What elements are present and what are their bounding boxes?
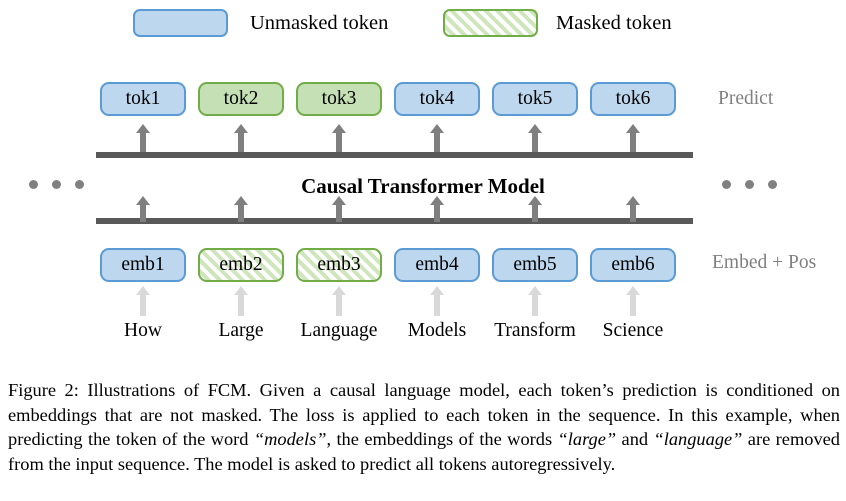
caption-part2: , the embeddings of the words	[326, 429, 558, 450]
arrow-up-embed-1	[136, 196, 150, 222]
embedding-box-3: emb3	[296, 248, 382, 282]
dot	[52, 180, 61, 189]
word-label-3: Language	[300, 320, 378, 341]
dot	[745, 180, 754, 189]
token-box-2: tok2	[198, 82, 284, 116]
figure-caption: Figure 2: Illustrations of FCM. Given a …	[8, 378, 840, 476]
figure-diagram: Unmasked token Masked token tok1 tok2 to…	[29, 9, 817, 341]
dot	[768, 180, 777, 189]
ellipsis-left	[29, 180, 84, 189]
arrow-up-word-2	[234, 286, 248, 316]
arrow-up-word-3	[332, 286, 346, 316]
dot	[29, 180, 38, 189]
legend-swatch-unmasked	[133, 9, 228, 37]
word-label-4: Models	[407, 320, 467, 341]
model-title: Causal Transformer Model	[301, 174, 545, 198]
caption-emphasis-language: “language”	[653, 429, 743, 450]
side-label-predict: Predict	[718, 88, 774, 109]
token-box-4: tok4	[394, 82, 480, 116]
arrow-up-word-1	[136, 286, 150, 316]
side-label-embed: Embed + Pos	[712, 252, 817, 273]
token-box-3: tok3	[296, 82, 382, 116]
arrow-up-word-4	[430, 286, 444, 316]
arrow-up-embed-6	[626, 196, 640, 222]
arrow-up-predict-5	[528, 124, 542, 153]
dot	[722, 180, 731, 189]
legend-label-unmasked: Unmasked token	[250, 12, 389, 34]
caption-part3: and	[616, 429, 654, 450]
arrow-up-embed-4	[430, 196, 444, 222]
embedding-box-5: emb5	[492, 248, 578, 282]
token-box-1: tok1	[100, 82, 186, 116]
caption-part4: are removed from the input sequence. The…	[8, 429, 840, 474]
caption-prefix: Figure 2:	[8, 380, 79, 400]
legend-swatch-masked	[443, 9, 538, 37]
arrow-up-word-5	[528, 286, 542, 316]
embedding-box-1: emb1	[100, 248, 186, 282]
arrow-up-predict-1	[136, 124, 150, 153]
transformer-top-bar	[96, 152, 693, 158]
embedding-box-4: emb4	[394, 248, 480, 282]
arrow-up-predict-6	[626, 124, 640, 153]
arrow-up-embed-5	[528, 196, 542, 222]
legend-label-masked: Masked token	[556, 12, 672, 34]
arrow-up-embed-2	[234, 196, 248, 222]
embedding-box-6: emb6	[590, 248, 676, 282]
token-box-5: tok5	[492, 82, 578, 116]
word-label-6: Science	[602, 320, 664, 341]
arrow-up-predict-2	[234, 124, 248, 153]
word-label-1: How	[124, 320, 162, 341]
ellipsis-right	[722, 180, 777, 189]
caption-emphasis-models: “models”	[253, 429, 327, 450]
caption-part1: Illustrations of FCM. Given a causal lan…	[8, 380, 840, 450]
caption-emphasis-large: “large”	[557, 429, 617, 450]
embedding-box-2: emb2	[198, 248, 284, 282]
arrow-up-embed-3	[332, 196, 346, 222]
word-label-2: Large	[218, 320, 264, 341]
arrow-up-predict-4	[430, 124, 444, 153]
arrow-up-predict-3	[332, 124, 346, 153]
dot	[75, 180, 84, 189]
arrow-up-word-6	[626, 286, 640, 316]
token-box-6: tok6	[590, 82, 676, 116]
word-label-5: Transform	[494, 320, 576, 341]
transformer-bottom-bar	[96, 218, 693, 224]
